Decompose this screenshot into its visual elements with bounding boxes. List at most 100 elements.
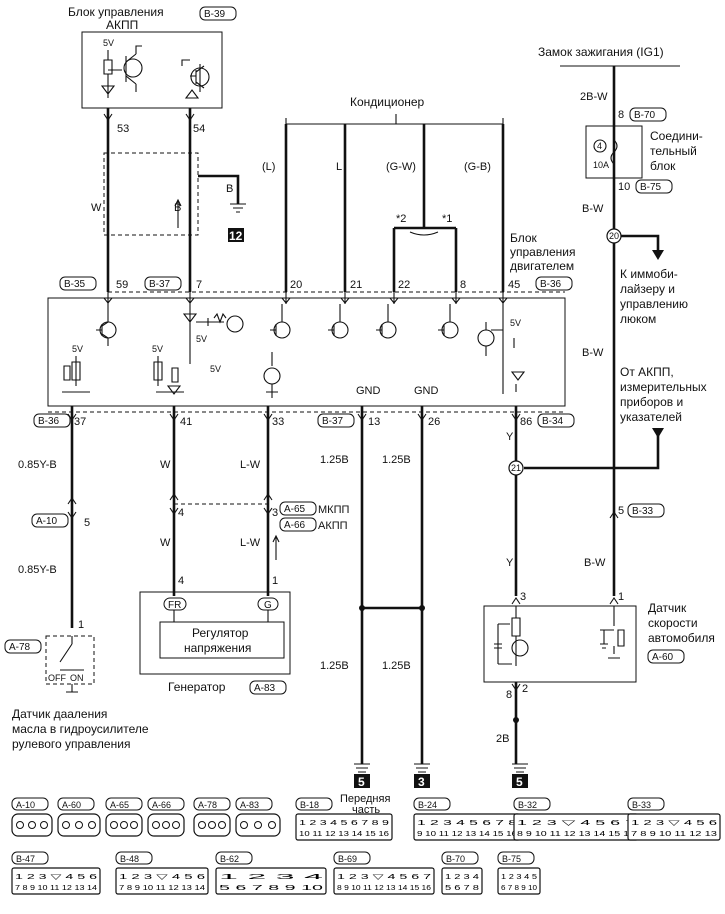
conditioner-wires — [284, 124, 505, 292]
legend-pin — [130, 821, 138, 829]
connector-tag-a78: A-78 — [4, 639, 42, 654]
svg-text:B-35: B-35 — [64, 279, 86, 290]
from-akpp-label-3: приборов и — [620, 395, 683, 409]
immobilizer-label-2: лайзеру и — [620, 282, 675, 296]
svg-text:A-66: A-66 — [284, 520, 306, 531]
svg-text:B-37: B-37 — [149, 279, 171, 290]
junction-label-3: блок — [650, 159, 676, 173]
svg-text:B-33: B-33 — [632, 506, 654, 517]
svg-text:GND: GND — [356, 385, 381, 397]
connector-tag-a83: A-83 — [249, 680, 287, 695]
engine-unit-internals: 5V 5V 5V 5V 5V — [62, 292, 526, 398]
legend-pin — [254, 821, 262, 829]
legend-connector-b-24: B-241 2 3 4 5 6 7 89 10 11 12 13 14 15 1… — [413, 797, 521, 841]
svg-text:1.25B: 1.25B — [382, 660, 411, 672]
svg-text:3: 3 — [520, 591, 526, 603]
legend-pin-row: 1 2 3 4 5 — [501, 874, 537, 881]
legend-pin-row: 9 10 11 12 13 14 15 16 — [417, 831, 517, 838]
conditioner-bracket — [285, 118, 504, 125]
akpp-unit-box — [81, 31, 223, 109]
connector-tag-b35: B-35 — [59, 276, 97, 291]
legend-pin — [198, 821, 206, 829]
legend-pin — [152, 821, 160, 829]
legend-tag-label: B-75 — [502, 854, 521, 864]
legend-pin — [172, 821, 180, 829]
legend-connector-a-78: A-78 — [193, 797, 231, 837]
engine-unit-title-1: Блок — [510, 231, 538, 245]
svg-text:B-34: B-34 — [542, 416, 564, 427]
svg-text:2: 2 — [522, 683, 528, 695]
svg-text:5: 5 — [358, 775, 365, 789]
connector-tag-b75: B-75 — [635, 179, 673, 194]
svg-text:B-W: B-W — [584, 557, 606, 569]
legend-connector-b-62: B-621 2 3 45 6 7 8 9 10 — [215, 851, 327, 895]
connector-tag-b33: B-33 — [627, 503, 665, 518]
svg-text:8: 8 — [618, 109, 624, 121]
legend-tag-label: A-65 — [110, 800, 129, 810]
legend-tag-label: A-60 — [62, 800, 81, 810]
svg-text:2B-W: 2B-W — [580, 91, 608, 103]
legend-pin-row: 1 2 3 4 5 6 7 8 9 — [299, 820, 389, 827]
legend-pin — [16, 821, 24, 829]
svg-text:26: 26 — [428, 416, 440, 428]
connector-tag-b37-top: B-37 — [144, 276, 182, 291]
legend-pin-row: 1 2 3 ▽ 4 5 6 7 — [517, 820, 635, 827]
svg-text:5V: 5V — [510, 318, 521, 328]
legend-connector-a-10: A-10 — [11, 797, 53, 837]
legend-tag-label: B-32 — [518, 800, 537, 810]
from-akpp-label-2: измерительных — [620, 380, 707, 394]
legend-pin-row: 1 2 3 4 — [445, 874, 479, 881]
svg-text:L-W: L-W — [240, 459, 261, 471]
legend-connector-b-47: B-471 2 3 ▽ 4 5 67 8 9 10 11 12 13 14 — [11, 851, 101, 895]
svg-text:A-78: A-78 — [9, 642, 31, 653]
svg-text:L-W: L-W — [240, 537, 261, 549]
connector-tag-b36-top: B-36 — [535, 276, 573, 291]
svg-text:37: 37 — [74, 416, 86, 428]
oil-sensor-box — [45, 635, 95, 685]
immobilizer-label-3: управлению — [620, 297, 688, 311]
svg-text:B-70: B-70 — [634, 110, 656, 121]
svg-text:5V: 5V — [196, 334, 207, 344]
speed-sensor-internals — [494, 606, 625, 666]
legend-pin — [208, 821, 216, 829]
svg-text:5V: 5V — [72, 344, 83, 354]
legend-tag-label: A-83 — [240, 800, 259, 810]
legend-pin-row: 1 2 3 4 5 6 7 8 — [417, 820, 517, 827]
svg-text:A-83: A-83 — [254, 683, 276, 694]
engine-unit-box — [47, 297, 566, 407]
legend-tag-label: B-48 — [120, 854, 139, 864]
svg-text:2B: 2B — [496, 733, 509, 745]
svg-text:1.25B: 1.25B — [320, 454, 349, 466]
svg-text:0.85Y-B: 0.85Y-B — [18, 564, 57, 576]
akpp-unit-internals: 5V — [100, 38, 210, 99]
junction-block — [585, 125, 643, 179]
legend-connector-b-33: B-331 2 3 ▽ 4 5 67 8 9 10 11 12 13 — [627, 797, 721, 841]
mkpp-label: МКПП — [318, 504, 349, 516]
legend-pin-row: 1 2 3 ▽ 4 5 6 7 — [337, 874, 431, 881]
svg-text:8: 8 — [506, 689, 512, 701]
legend-connector-b-75: B-751 2 3 4 56 7 8 9 10 — [497, 851, 541, 895]
svg-text:3: 3 — [418, 775, 425, 789]
svg-text:4: 4 — [597, 141, 602, 151]
legend-pin-row: 8 9 10 11 12 13 14 15 16 — [337, 885, 431, 892]
svg-text:B-36: B-36 — [540, 279, 562, 290]
legend-pin — [268, 821, 276, 829]
legend-pin-row: 7 8 9 10 11 12 13 — [631, 831, 717, 838]
svg-text:1.25B: 1.25B — [382, 454, 411, 466]
engine-unit-title-3: двигателем — [510, 259, 574, 273]
svg-text:FR: FR — [168, 600, 181, 611]
legend-tag-label: B-47 — [16, 854, 35, 864]
svg-text:W: W — [160, 459, 171, 471]
ground-5-right: 5 — [512, 774, 528, 789]
svg-text:B-W: B-W — [582, 347, 604, 359]
speed-sensor-label-2: скорости — [648, 616, 698, 630]
akpp-label: АКПП — [318, 520, 348, 532]
wires-generator — [172, 406, 270, 596]
generator-box — [139, 591, 291, 675]
svg-text:GND: GND — [414, 385, 439, 397]
legend-pin — [62, 821, 70, 829]
svg-text:B-36: B-36 — [38, 416, 60, 427]
legend-tag-label: B-70 — [446, 854, 465, 864]
legend-pin — [88, 821, 96, 829]
